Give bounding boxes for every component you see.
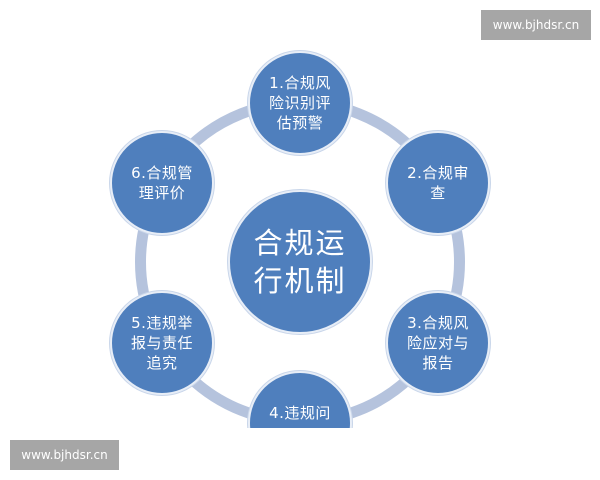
- cycle-diagram: 合规运行机制 1.合规风险识别评估预警 2.合规审查 3.合规风险应对与报告 4…: [110, 51, 490, 428]
- node-label: 2.合规审查: [407, 164, 469, 202]
- node-management-evaluation: 6.合规管理评价: [110, 131, 214, 235]
- center-node: 合规运行机制: [228, 190, 372, 334]
- watermark-top-right: www.bjhdsr.cn: [481, 10, 591, 40]
- node-risk-response: 3.合规风险应对与报告: [386, 291, 490, 395]
- center-label: 合规运行机制: [253, 226, 347, 298]
- node-label: 5.违规举报与责任追究: [130, 314, 193, 372]
- node-label: 1.合规风险识别评估预警: [268, 74, 331, 132]
- node-label: 3.合规风险应对与报告: [406, 314, 469, 372]
- node-violation-report: 5.违规举报与责任追究: [110, 291, 214, 395]
- node-risk-identification: 1.合规风险识别评估预警: [248, 51, 352, 155]
- watermark-bottom-left: www.bjhdsr.cn: [10, 440, 119, 470]
- node-label: 4.违规问: [269, 404, 331, 422]
- node-compliance-review: 2.合规审查: [386, 131, 490, 235]
- node-label: 6.合规管理评价: [131, 164, 193, 202]
